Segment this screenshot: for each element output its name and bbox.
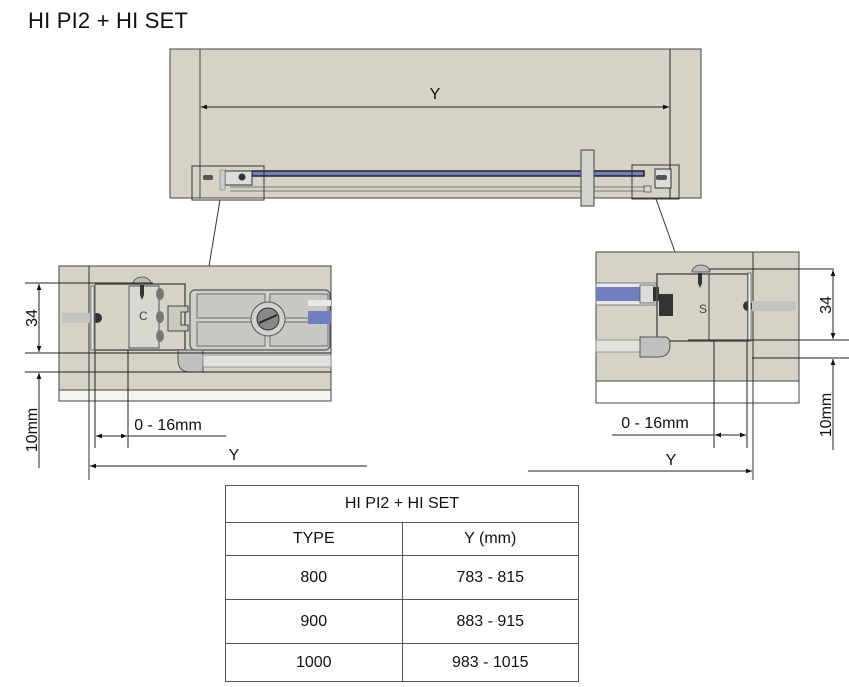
- cell-type: 900: [225, 599, 403, 644]
- cell-type: 1000: [225, 643, 403, 682]
- spec-table: HI PI2 + HI SET TYPE Y (mm) 800 783 - 81…: [225, 485, 579, 682]
- table-title: HI PI2 + HI SET: [225, 485, 579, 523]
- height-label-right: 34: [818, 296, 835, 314]
- height-label-left: 34: [24, 309, 41, 327]
- offset-label-right: 10mm: [818, 393, 835, 437]
- overview-panel: Y: [169, 48, 702, 267]
- svg-text:S: S: [699, 302, 707, 316]
- offset-label-left: 10mm: [24, 408, 41, 452]
- cell-y: 983 - 1015: [401, 643, 579, 682]
- cell-y: 883 - 915: [401, 599, 579, 644]
- table-row: 900 883 - 915: [225, 599, 579, 644]
- width-label-left: Y: [229, 447, 240, 464]
- cell-y: 783 - 815: [401, 555, 579, 600]
- detail-zoom-box-left: [191, 165, 265, 201]
- dimension-label-y: Y: [430, 86, 441, 103]
- clamp: [580, 149, 595, 207]
- table-row: 800 783 - 815: [225, 555, 579, 600]
- page-title: HI PI2 + HI SET: [28, 8, 189, 33]
- detail-right: S 34 10mm 0 - 16mm Y: [528, 251, 849, 480]
- width-label-right: Y: [666, 452, 677, 469]
- column-header-y: Y (mm): [401, 522, 579, 556]
- detail-left: C 34 10mm 0 - 16mm: [24, 265, 367, 480]
- detail-zoom-box-right: [631, 164, 680, 200]
- svg-text:C: C: [139, 309, 148, 323]
- adjust-label-right: 0 - 16mm: [621, 415, 689, 432]
- column-header-type: TYPE: [225, 522, 403, 556]
- cell-type: 800: [225, 555, 403, 600]
- table-row: 1000 983 - 1015: [225, 643, 579, 682]
- adjust-label-left: 0 - 16mm: [134, 417, 202, 434]
